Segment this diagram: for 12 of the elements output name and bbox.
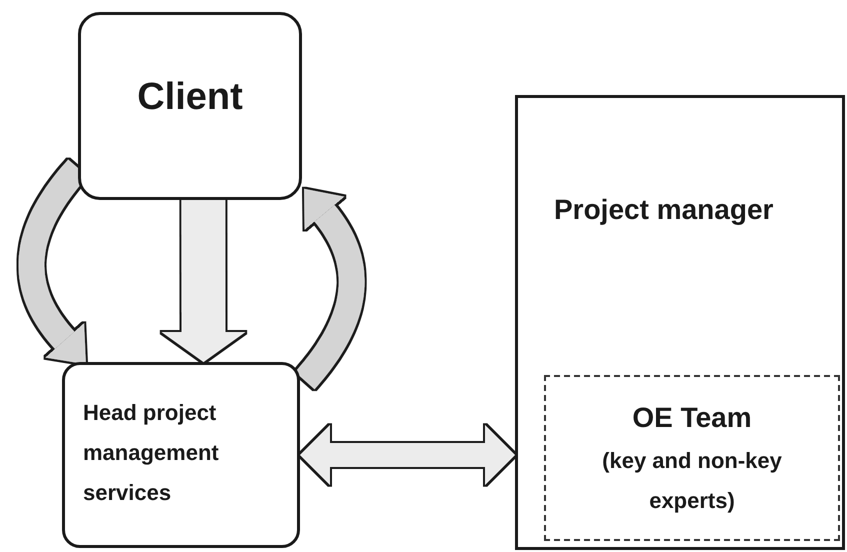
- role-box: [515, 95, 845, 550]
- process-box: [62, 362, 300, 548]
- process-box: [78, 12, 302, 200]
- block-arrow: [300, 425, 515, 485]
- curved-arrow: [294, 188, 365, 390]
- team-box: [544, 375, 840, 541]
- curved-arrow: [18, 158, 88, 364]
- box-title: Client: [137, 75, 243, 120]
- box-title: OE Team: [632, 401, 752, 435]
- box-text: (key and non-key experts): [601, 446, 783, 515]
- box-title: Head project management services: [83, 399, 220, 507]
- box-title: Project manager: [554, 193, 774, 227]
